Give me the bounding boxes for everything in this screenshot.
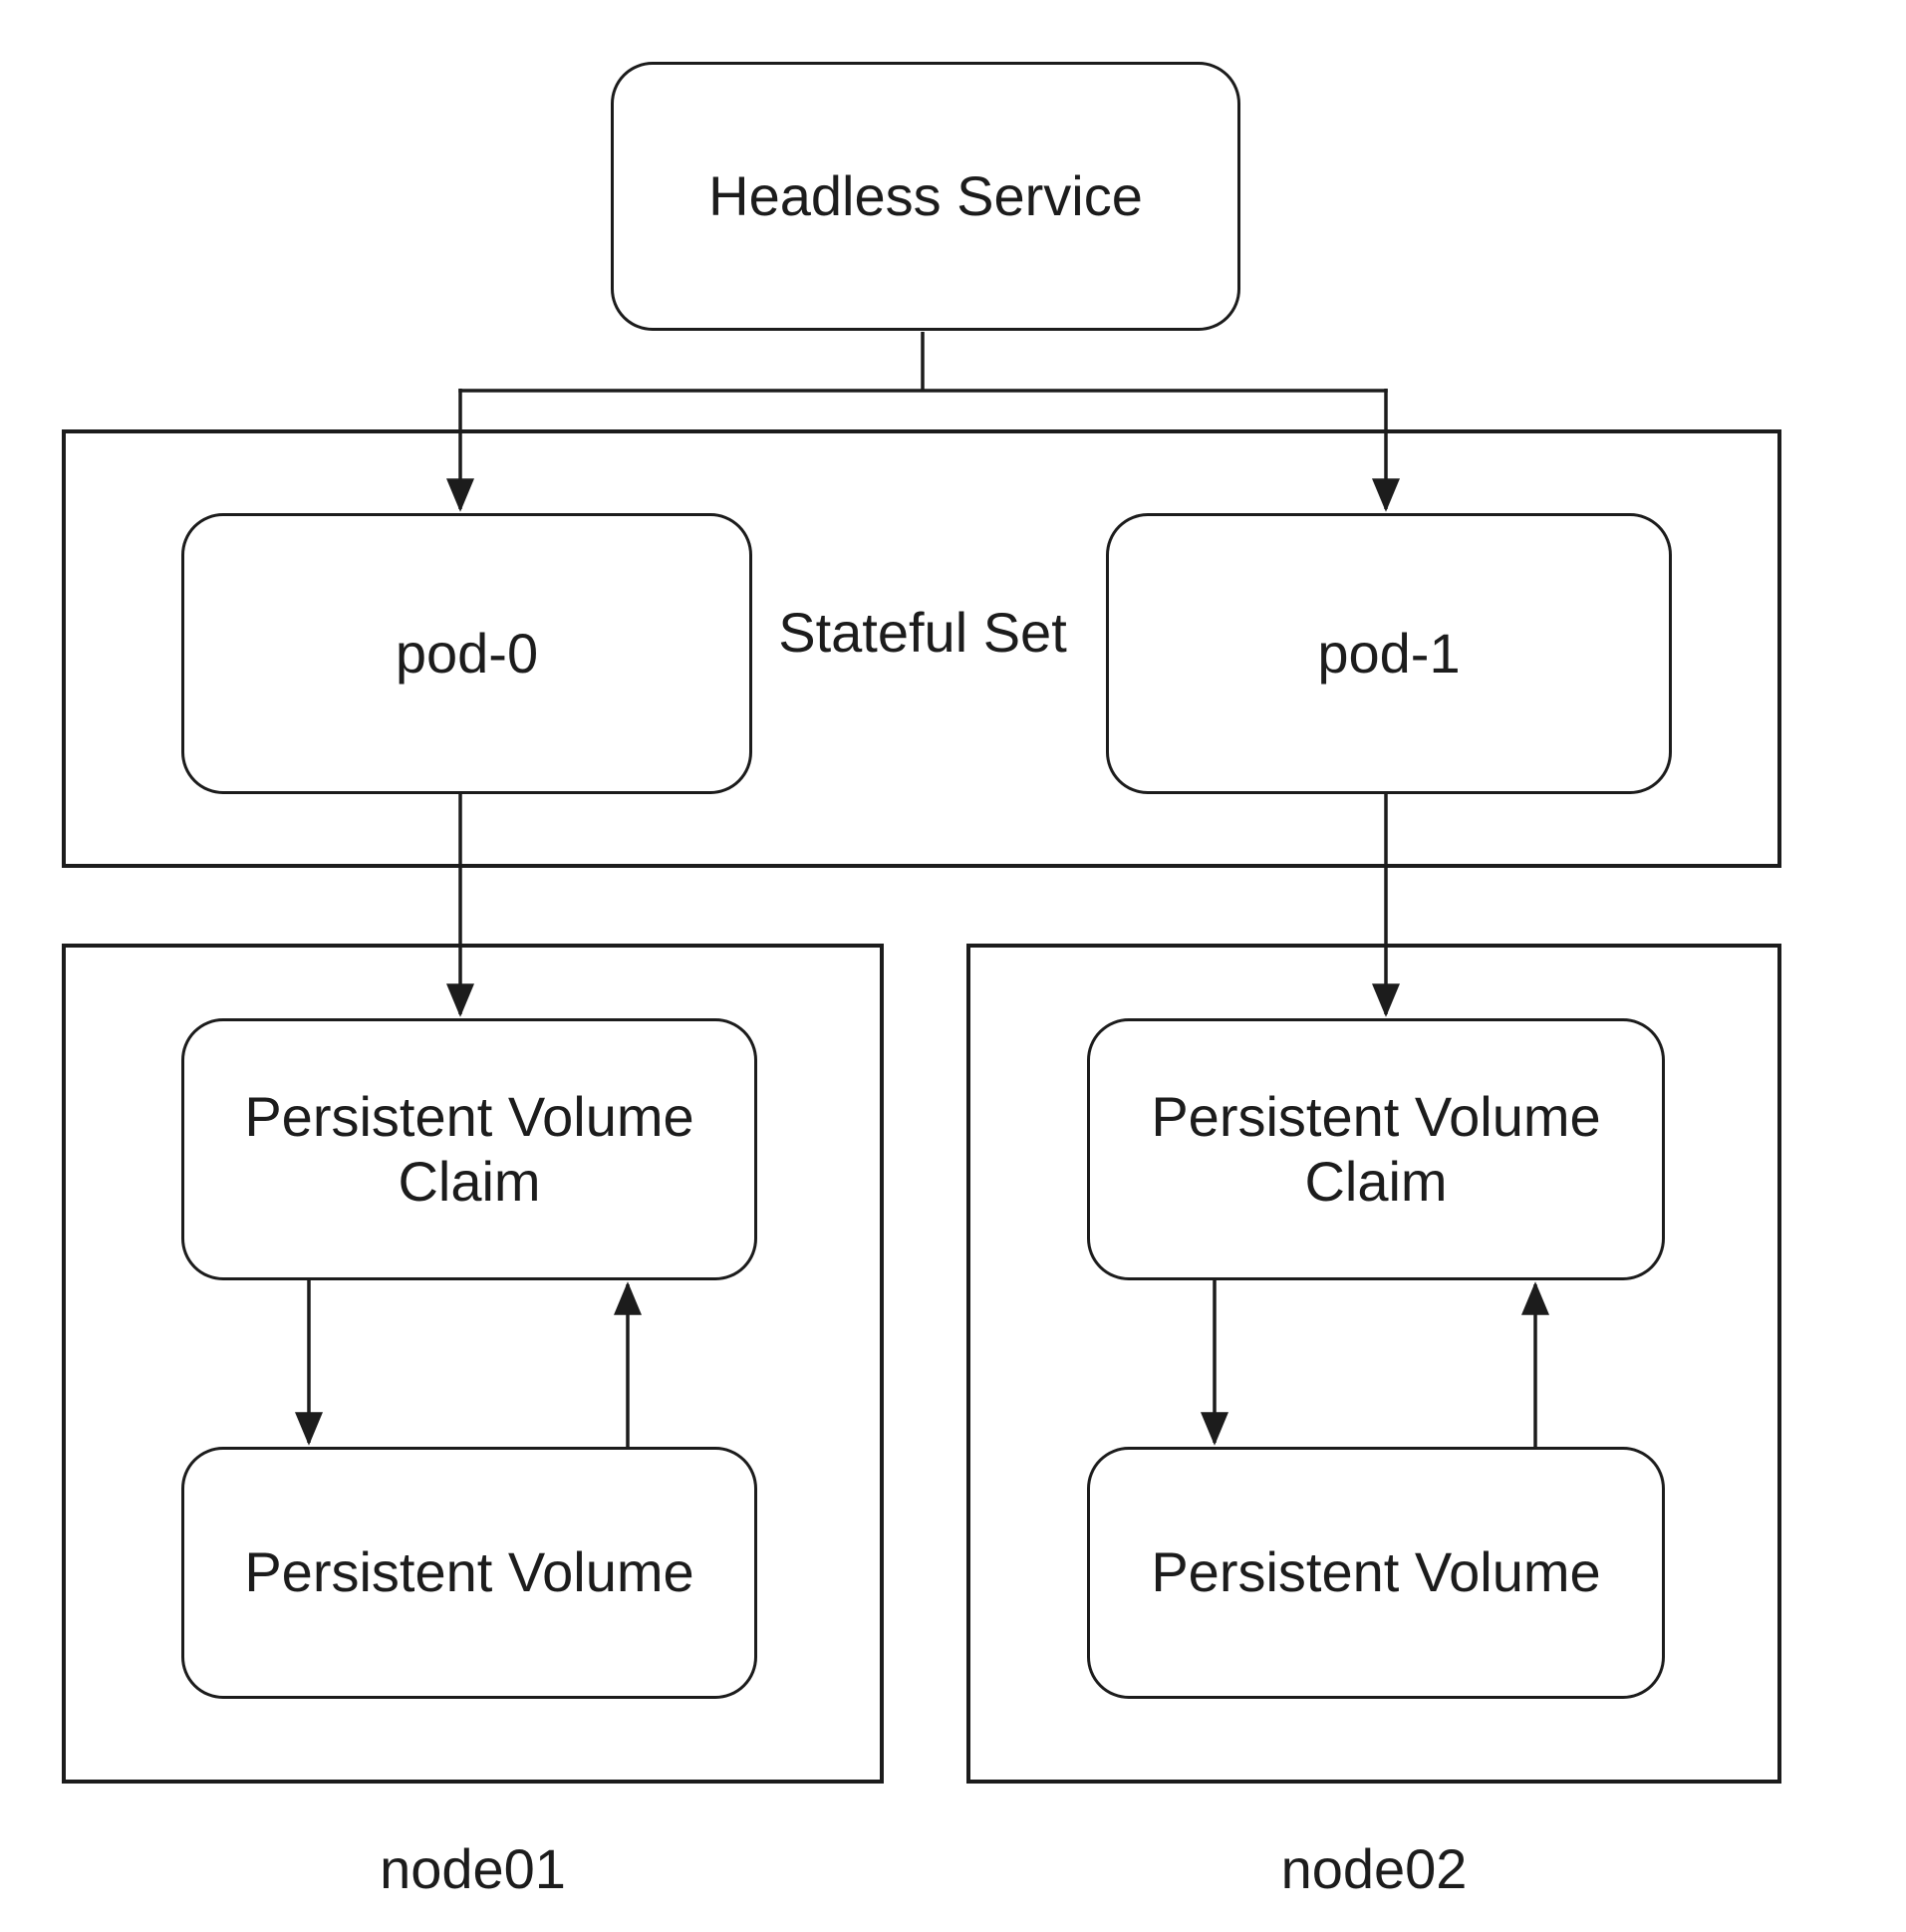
node01-pvc-box: Persistent Volume Claim [181,1018,757,1280]
statefulset-container [62,429,1781,868]
headless-service-box: Headless Service [611,62,1240,331]
node02-container [966,944,1781,1784]
pod-0-box: pod-0 [181,513,752,794]
node02-label: node02 [1280,1837,1468,1900]
node01-pv-box: Persistent Volume [181,1447,757,1699]
node01-container [62,944,884,1784]
pod-1-box: pod-1 [1106,513,1672,794]
node02-pvc-box: Persistent Volume Claim [1087,1018,1665,1280]
node01-label: node01 [380,1837,566,1900]
node02-pv-box: Persistent Volume [1087,1447,1665,1699]
statefulset-label: Stateful Set [778,601,1067,664]
